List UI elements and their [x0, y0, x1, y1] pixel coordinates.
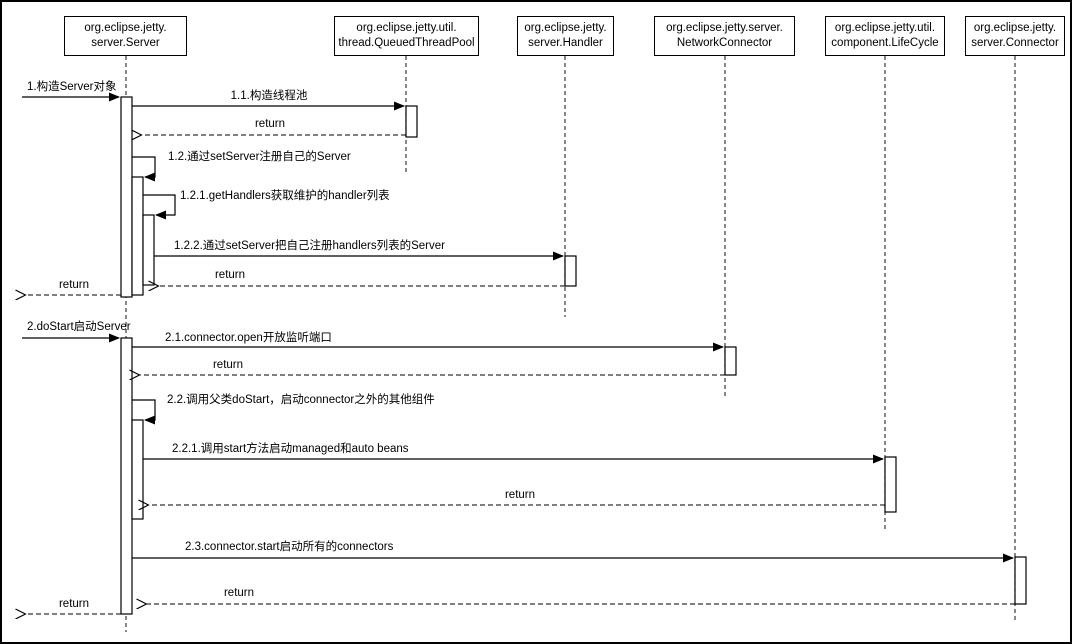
- message-label-1-2-2: 1.2.2.通过setServer把自己注册handlers列表的Server: [174, 240, 445, 252]
- participant-server: org.eclipse.jetty. server.Server: [64, 16, 187, 56]
- message-label-1-1: 1.1.构造线程池: [230, 90, 308, 102]
- activation-server-1-2-1: [142, 214, 155, 286]
- return-arrows: [25, 135, 1015, 614]
- return-label-nwc: return: [212, 359, 244, 371]
- message-label-2-3: 2.3.connector.start启动所有的connectors: [185, 541, 394, 553]
- message-label-1: 1.构造Server对象: [27, 81, 117, 93]
- call-arrows: [22, 92, 1014, 563]
- activation-server-1-2: [131, 176, 144, 296]
- message-label-1-2-1: 1.2.1.getHandlers获取维护的handler列表: [180, 190, 390, 202]
- activation-server-1: [120, 96, 133, 298]
- activation-connector: [1014, 556, 1027, 605]
- activation-queuedthreadpool: [405, 105, 418, 138]
- arrow-msg-1-2-self: [132, 156, 156, 182]
- message-label-1-2: 1.2.通过setServer注册自己的Server: [168, 151, 351, 163]
- message-label-2-1: 2.1.connector.open开放监听端口: [165, 332, 332, 344]
- activation-bars: [120, 96, 1027, 615]
- participant-handler: org.eclipse.jetty. server.Handler: [517, 16, 614, 56]
- return-label-lifecycle: return: [504, 489, 536, 501]
- participant-connector: org.eclipse.jetty. server.Connector: [965, 16, 1065, 56]
- arrow-msg-2-2-self: [132, 399, 156, 425]
- message-label-2: 2.doStart启动Server: [27, 321, 131, 333]
- return-label-connector: return: [223, 587, 255, 599]
- participant-lifecycle: org.eclipse.jetty.util. component.LifeCy…: [825, 16, 945, 56]
- return-label-external2: return: [58, 598, 90, 610]
- participant-networkconnector: org.eclipse.jetty.server. NetworkConnect…: [654, 16, 795, 56]
- activation-server-2: [120, 337, 133, 615]
- activation-server-2-2: [131, 419, 144, 520]
- return-label-qtp: return: [254, 118, 286, 130]
- activation-networkconnector: [724, 346, 737, 376]
- message-label-2-2-1: 2.2.1.调用start方法启动managed和auto beans: [172, 443, 409, 455]
- message-label-2-2: 2.2.调用父类doStart，启动connector之外的其他组件: [167, 394, 435, 406]
- activation-handler: [564, 255, 577, 287]
- return-label-external1: return: [58, 279, 90, 291]
- activation-lifecycle: [884, 456, 897, 513]
- arrow-msg-1-2-1-self: [143, 194, 176, 220]
- return-label-handler: return: [214, 269, 246, 281]
- participant-queuedthreadpool: org.eclipse.jetty.util. thread.QueuedThr…: [334, 16, 479, 56]
